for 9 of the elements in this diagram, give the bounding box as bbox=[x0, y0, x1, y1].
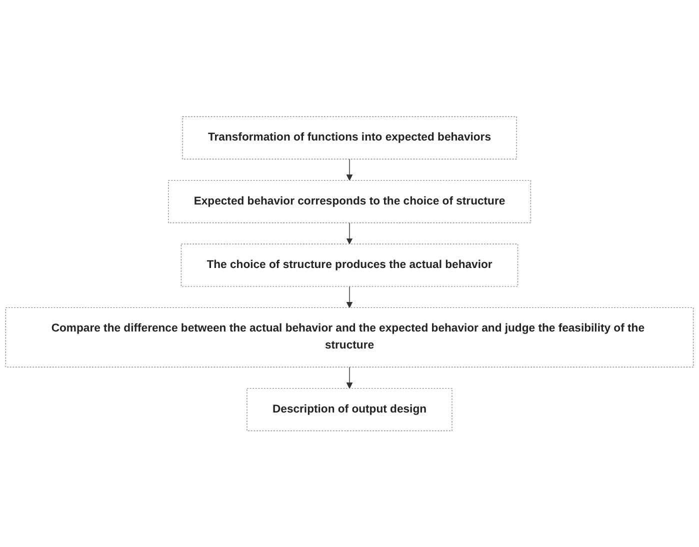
arrow bbox=[346, 366, 353, 388]
node-box: Expected behavior corresponds to the choice of structure bbox=[168, 180, 531, 223]
node-box: Transformation of functions into expected behaviors bbox=[182, 116, 517, 160]
arrow bbox=[346, 158, 353, 180]
node-box: Compare the difference between the actual behavior and the expected behavior and judge the feasibility of the structure bbox=[5, 307, 694, 368]
node-box: Description of output design bbox=[246, 388, 452, 431]
arrow bbox=[346, 222, 353, 244]
arrow bbox=[346, 286, 353, 308]
node-box: The choice of structure produces the actual behavior bbox=[180, 243, 518, 287]
